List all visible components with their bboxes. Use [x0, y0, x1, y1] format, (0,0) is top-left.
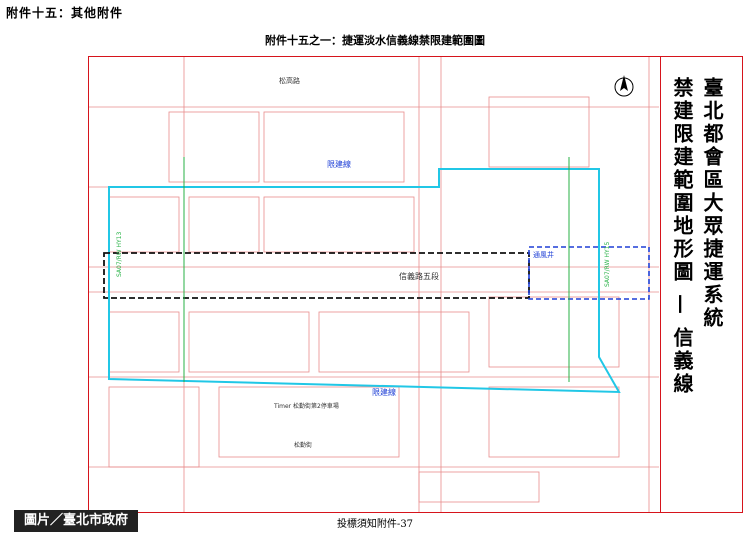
- label-vent: 通風井: [533, 250, 554, 259]
- label-station-left: SA07/RW HY13: [116, 232, 123, 277]
- label-restricted-bottom: 限建線: [372, 387, 396, 397]
- road-songqin: 松勤街: [294, 441, 312, 449]
- document-header: 附件十五：其他附件: [6, 6, 124, 20]
- label-station-right: SA07/RW HY15: [604, 242, 611, 287]
- building-outlines: [89, 57, 659, 512]
- photo-credit: 圖片／臺北市政府: [14, 510, 139, 532]
- north-arrow-icon: [614, 75, 634, 97]
- title-line-1: 臺北都會區大眾捷運系統: [700, 77, 724, 330]
- road-xinyi: 信義路五段: [399, 271, 439, 281]
- page-title: 附件十五之一：捷運淡水信義線禁限建範圍圖: [265, 34, 485, 47]
- label-restricted-top: 限建線: [327, 159, 351, 169]
- title-block: 臺北都會區大眾捷運系統 禁建限建範圍地形圖 — 信義線: [660, 57, 743, 512]
- map-frame: 松高路 信義路五段 松勤街 限建線 限建線 通風井 Timer 松勤街第2停車場…: [88, 56, 743, 513]
- vent-shaft-box: [528, 246, 650, 300]
- station-lines: [183, 157, 570, 382]
- road-songgao: 松高路: [279, 76, 300, 85]
- map-drawing: 松高路 信義路五段 松勤街 限建線 限建線 通風井 Timer 松勤街第2停車場…: [89, 57, 659, 512]
- corridor-dashed-boundary: [103, 252, 530, 299]
- page-footer: 投標須知附件-37: [336, 519, 414, 530]
- restricted-boundary: [108, 168, 621, 394]
- label-timer-parking: Timer 松勤街第2停車場: [273, 402, 339, 410]
- title-line-2: 禁建限建範圍地形圖 — 信義線: [670, 77, 694, 396]
